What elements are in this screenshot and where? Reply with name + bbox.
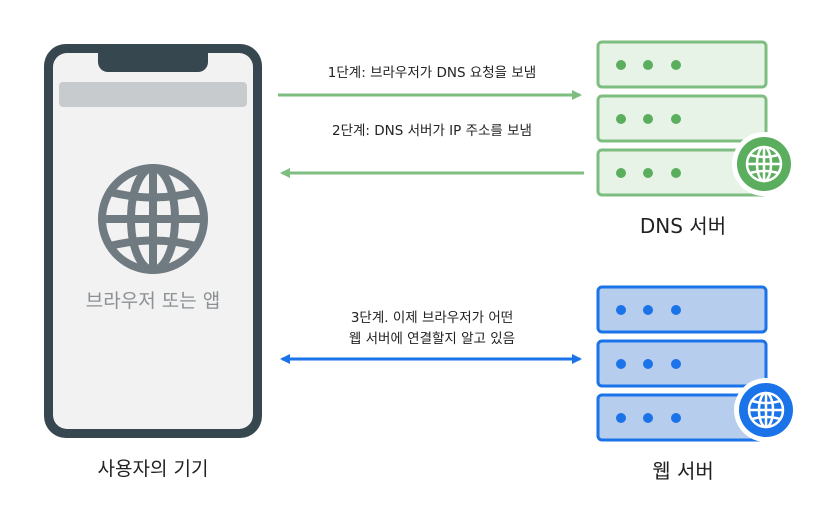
web-server <box>596 285 798 442</box>
dns-server <box>596 40 796 197</box>
step2-label: 2단계: DNS 서버가 IP 주소를 보냄 <box>332 123 532 139</box>
step3-label-line1: 3단계. 이제 브라우저가 어떤 <box>351 310 513 326</box>
step3-label-line2: 웹 서버에 연결할지 알고 있음 <box>349 331 515 347</box>
dns-server-unit-2 <box>596 94 768 143</box>
device-caption: 사용자의 기기 <box>98 458 209 480</box>
web-server-unit-1 <box>596 285 768 334</box>
dns-server-caption: DNS 서버 <box>640 214 726 238</box>
web-globe-badge-icon <box>734 378 798 442</box>
globe-icon <box>98 164 208 274</box>
web-server-caption: 웹 서버 <box>652 459 714 483</box>
device-screen-label: 브라우저 또는 앱 <box>86 290 220 312</box>
server-rack-icon <box>596 40 768 197</box>
web-server-unit-2 <box>596 339 768 388</box>
dns-globe-badge-icon <box>732 132 796 196</box>
server-rack-icon <box>596 285 768 442</box>
user-device: 브라우저 또는 앱 <box>44 44 262 438</box>
dns-server-unit-1 <box>596 40 768 89</box>
step1-label: 1단계: 브라우저가 DNS 요청을 보냄 <box>328 65 536 81</box>
device-notch <box>98 44 208 72</box>
address-bar <box>59 82 247 107</box>
